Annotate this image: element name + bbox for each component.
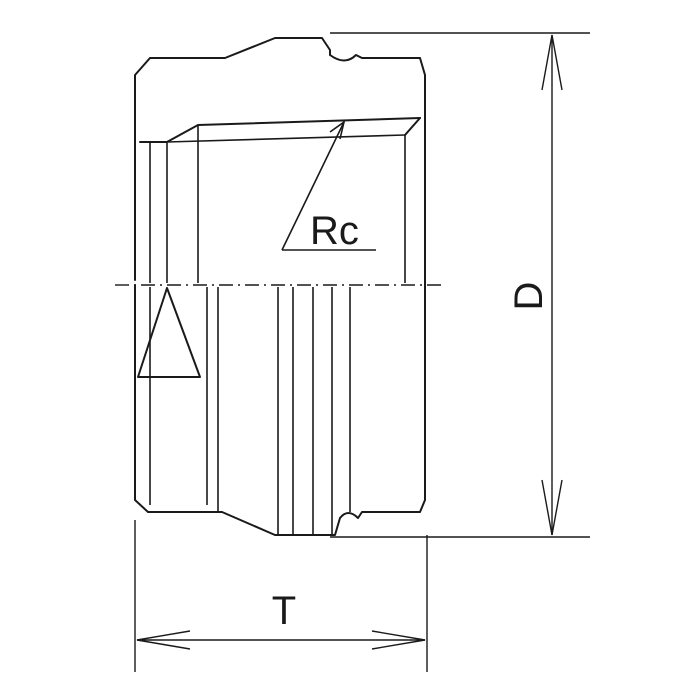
d-arrow-bottom (541, 479, 563, 536)
t-label: T (272, 589, 296, 633)
thread-taper-line (166, 134, 406, 143)
rc-leader-arrow (329, 120, 346, 140)
body-outline-bottom (134, 284, 426, 536)
rc-leader-line (281, 121, 345, 251)
t-arrow-right (371, 630, 426, 650)
d-arrow-top (541, 34, 563, 91)
rc-label: Rc (310, 209, 359, 253)
d-label: D (507, 282, 551, 311)
thread-chamfer-right (404, 117, 421, 136)
body-outline-top (134, 37, 426, 286)
thread-bore-top (139, 117, 421, 143)
flow-direction-triangle (137, 287, 201, 378)
t-arrow-left (136, 630, 191, 650)
